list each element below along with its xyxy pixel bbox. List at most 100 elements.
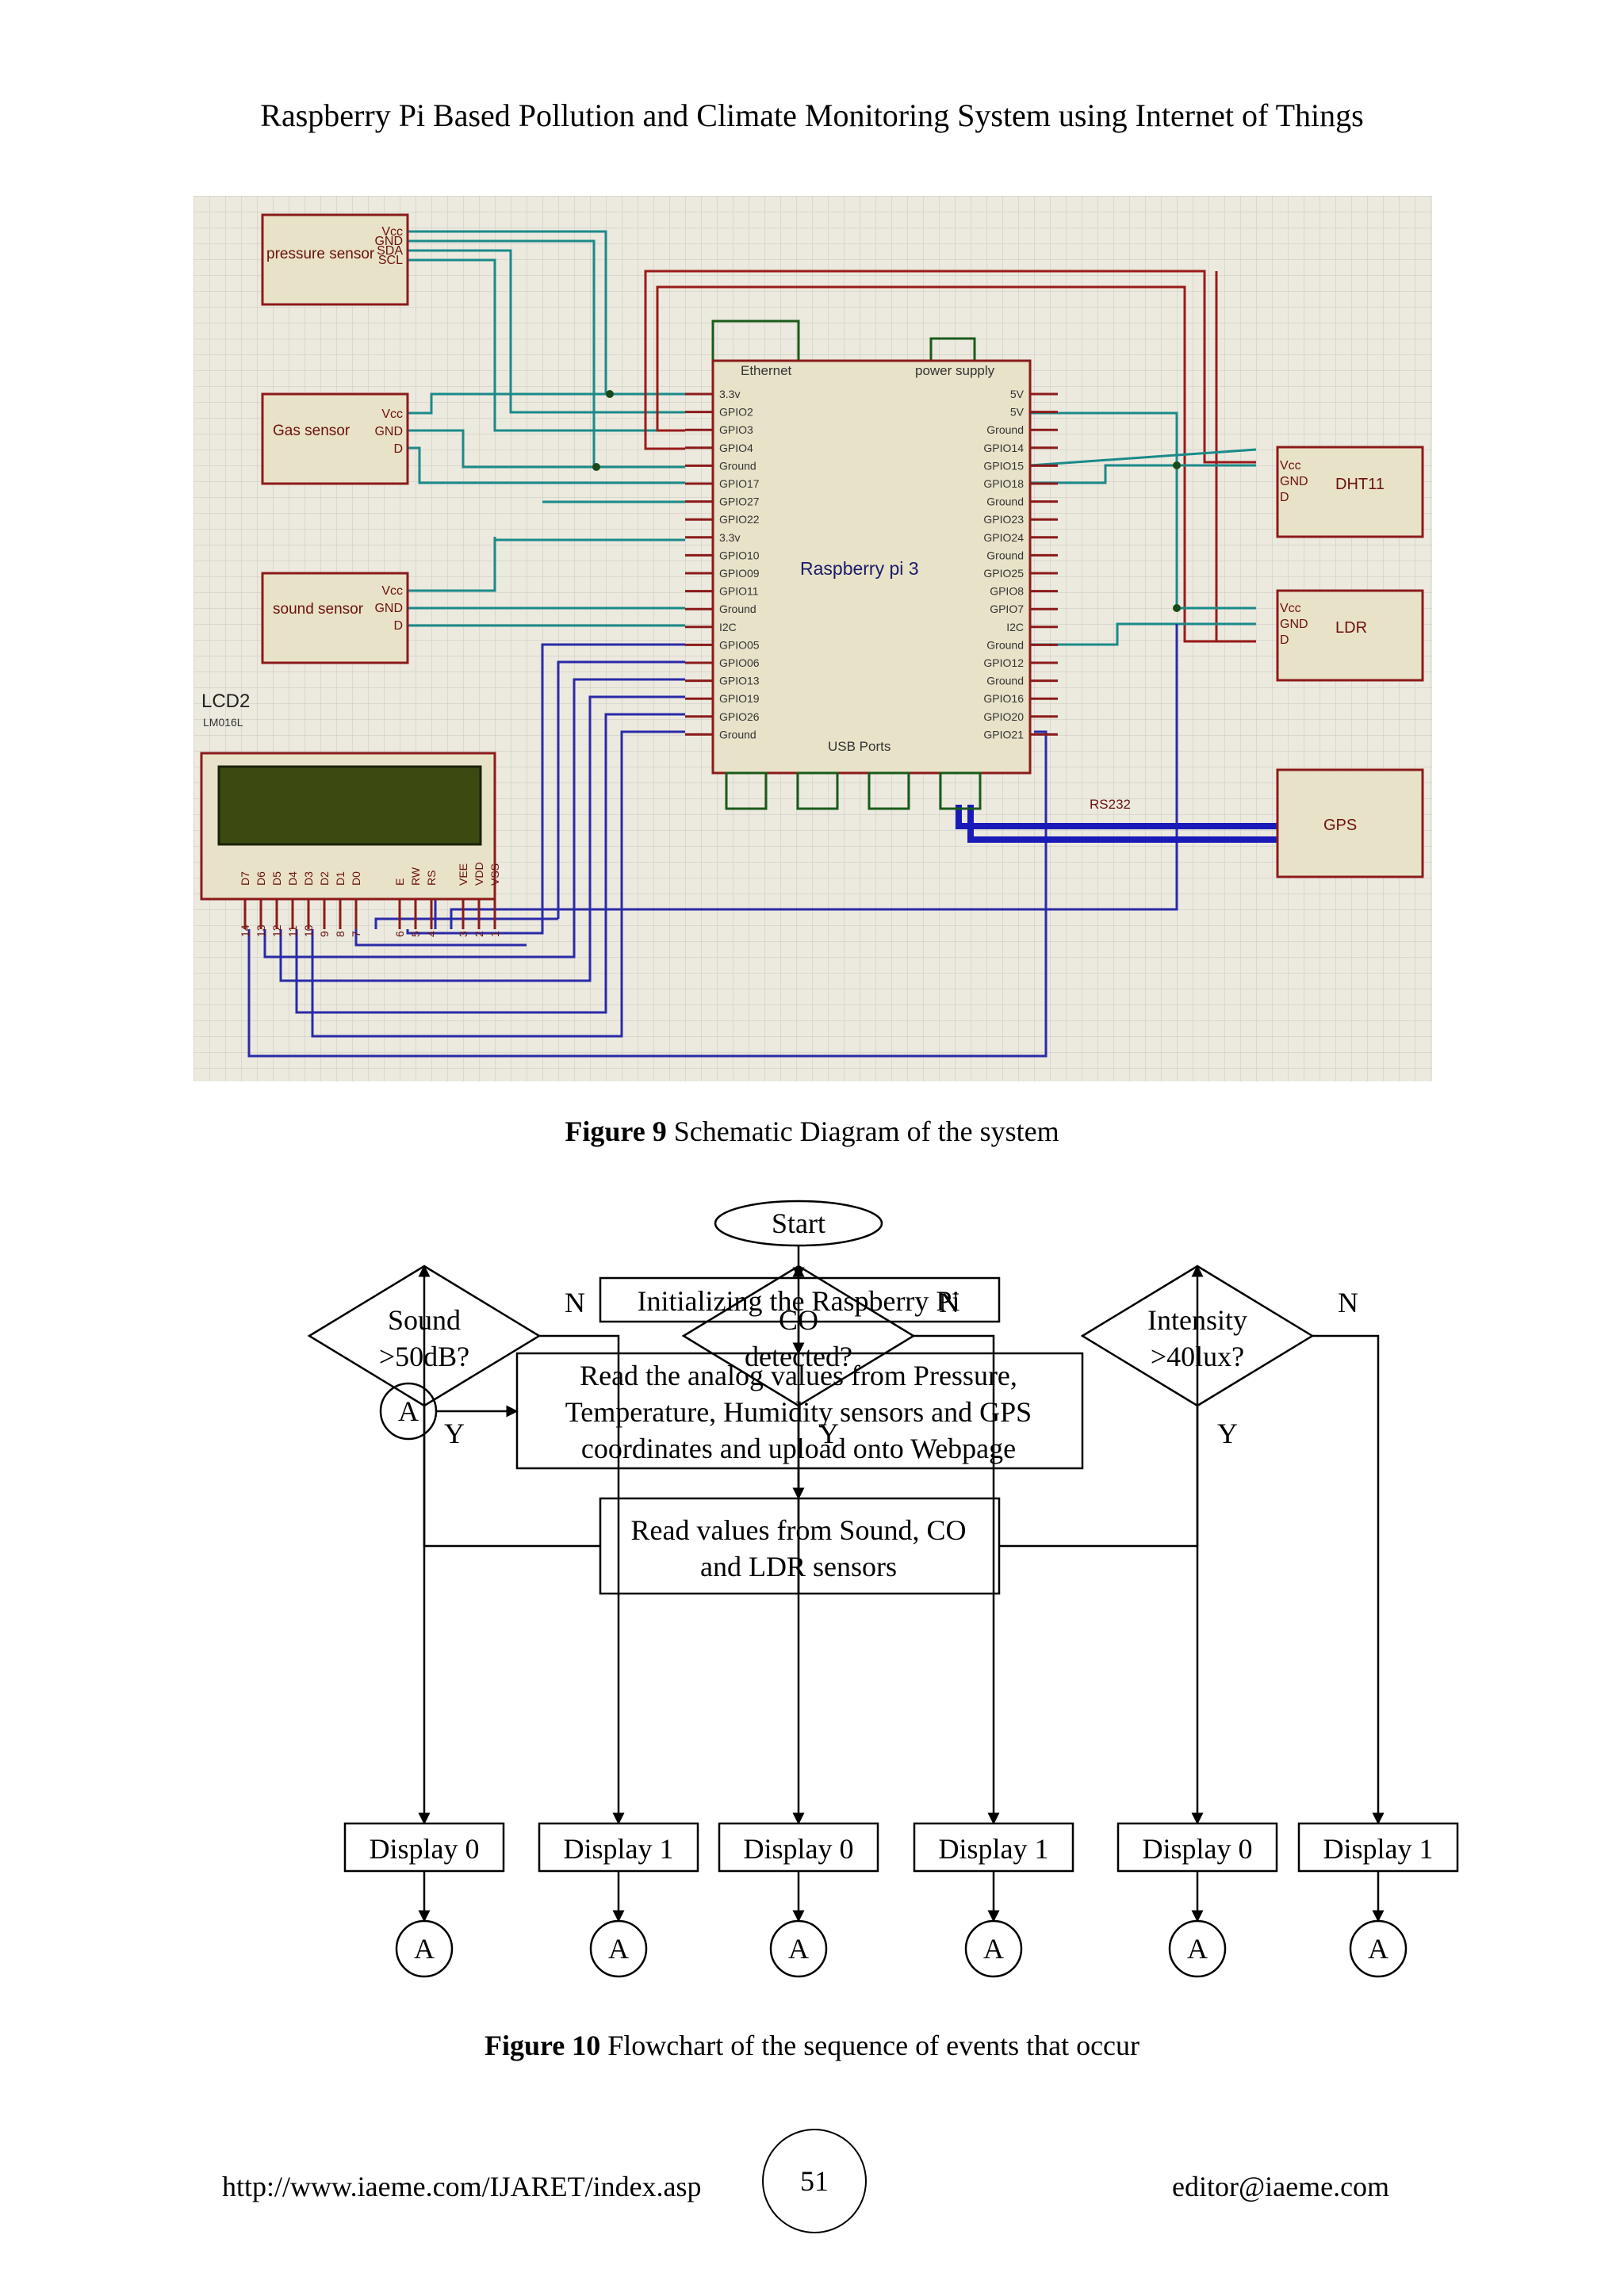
pi-left-pin: GPIO10 — [719, 549, 760, 561]
dht11-label: DHT11 — [1335, 476, 1385, 493]
gps-block: GPS — [1276, 768, 1424, 878]
start-text: Start — [772, 1207, 825, 1239]
pi-right-pin: GPIO21 — [983, 728, 1024, 740]
pi-left-pin: GPIO17 — [719, 477, 760, 490]
display-1-text: Display 1 — [1323, 1833, 1434, 1865]
decision-line-2: >50dB? — [379, 1341, 469, 1372]
pi-left-pin: GPIO11 — [719, 585, 759, 598]
decision-line-1: Sound — [388, 1304, 461, 1336]
pi-right-pin: GPIO20 — [983, 710, 1024, 723]
pin-label: Vcc — [381, 584, 403, 598]
read-values-line-2: and LDR sensors — [700, 1551, 897, 1582]
figure-10-label: Figure 10 — [484, 2030, 601, 2061]
pi-left-pin: I2C — [719, 621, 737, 633]
raspberry-pi-block: Ethernet power supply Raspberry pi 3 USB… — [685, 320, 1058, 810]
pi-right-pin: Ground — [986, 675, 1024, 687]
figure-10-caption: Figure 10 Flowchart of the sequence of e… — [0, 2029, 1624, 2062]
pi-right-pin: GPIO14 — [983, 442, 1024, 454]
lcd-pin-number: 10 — [302, 924, 315, 937]
pi-left-pin: GPIO27 — [719, 496, 760, 508]
connector-a-label: A — [983, 1933, 1004, 1965]
pi-left-pin: GPIO13 — [719, 675, 760, 687]
read-analog-line-3: coordinates and upload onto Webpage — [581, 1433, 1016, 1464]
figure-10-text: Flowchart of the sequence of events that… — [600, 2030, 1140, 2061]
pi-right-pin: GPIO8 — [990, 585, 1024, 598]
pi-left-pin: GPIO3 — [719, 423, 753, 436]
figure-9-caption: Figure 9 Schematic Diagram of the system — [0, 1115, 1624, 1148]
pi-right-pin: GPIO18 — [983, 477, 1024, 490]
connector-a-label: A — [1368, 1933, 1388, 1965]
lcd-pin-label: D2 — [318, 871, 331, 886]
decision-line-2: detected? — [745, 1341, 852, 1372]
pin-label: GND — [374, 602, 403, 615]
pin-label: D — [393, 442, 403, 456]
pi-right-pin: I2C — [1006, 621, 1024, 633]
pressure-sensor-label: pressure sensor — [266, 246, 375, 262]
lcd-model: LM016L — [203, 716, 243, 729]
connector-a-label: A — [1187, 1933, 1208, 1965]
pin-label: D — [1280, 633, 1289, 647]
pin-label: SDA — [377, 244, 403, 258]
pi-left-pin: GPIO09 — [719, 567, 760, 580]
no-label: N — [939, 1287, 959, 1318]
lcd-pin-label: D7 — [239, 871, 251, 886]
lcd-pin-label: RS — [425, 871, 438, 886]
lcd-label: LCD2 — [201, 691, 250, 712]
pi-left-pin: GPIO26 — [719, 710, 760, 723]
no-arrow — [539, 1334, 625, 1825]
yes-label: Y — [1217, 1418, 1238, 1449]
connector-a-label: A — [788, 1933, 809, 1965]
pi-right-pin: 5V — [1010, 388, 1025, 400]
no-label: N — [565, 1287, 585, 1318]
sound-sensor-label: sound sensor — [273, 601, 364, 618]
lcd-pin-label: D4 — [286, 871, 299, 886]
pin-label: GND — [1280, 618, 1308, 631]
footer-email[interactable]: editor@iaeme.com — [1172, 2171, 1390, 2202]
lcd-pin-label: D0 — [350, 871, 362, 886]
pi-right-pin: GPIO15 — [983, 459, 1024, 472]
figure-9-text: Schematic Diagram of the system — [666, 1115, 1059, 1147]
display-0-text: Display 0 — [1143, 1833, 1253, 1865]
decision-line-1: CO — [779, 1304, 818, 1336]
pi-left-pin: Ground — [719, 459, 756, 472]
pi-right-pin: GPIO7 — [990, 603, 1024, 615]
display-0-text: Display 0 — [744, 1833, 854, 1865]
pi-left-pin: GPIO22 — [719, 513, 760, 526]
pin-label: Vcc — [381, 225, 403, 239]
pi-right-pin: GPIO24 — [983, 531, 1024, 544]
pin-label: GND — [1280, 475, 1308, 488]
lcd-pin-number: 3 — [457, 931, 469, 937]
pi-right-pin: Ground — [986, 496, 1024, 508]
lcd-screen — [217, 765, 482, 846]
figure-9-label: Figure 9 — [565, 1115, 667, 1147]
yes-label: Y — [444, 1418, 465, 1449]
pi-right-pin: Ground — [986, 638, 1024, 651]
pin-label: Vcc — [1280, 459, 1301, 473]
pi-right-pin: 5V — [1010, 406, 1025, 419]
pi-left-pin: GPIO4 — [719, 442, 753, 454]
pi-right-pin: GPIO23 — [983, 513, 1024, 526]
gas-sensor-label: Gas sensor — [273, 423, 350, 439]
lcd-pin-number: 2 — [473, 931, 485, 937]
yes-label: Y — [818, 1418, 839, 1449]
connector-a-label: A — [414, 1933, 435, 1965]
pin-label: D — [1280, 491, 1289, 504]
read-values-line-1: Read values from Sound, CO — [631, 1514, 967, 1546]
connector-a-entry-label: A — [398, 1395, 419, 1427]
power-supply-label: power supply — [915, 363, 995, 378]
display-1-text: Display 1 — [564, 1833, 674, 1865]
lcd-pin-number: 5 — [409, 931, 422, 937]
pi-right-pin: Ground — [986, 423, 1024, 436]
usb-ports — [725, 771, 982, 810]
lcd-pin-number: 12 — [270, 924, 283, 937]
lcd-pin-label: E — [393, 878, 406, 886]
running-header: Raspberry Pi Based Pollution and Climate… — [260, 98, 1364, 133]
pin-label: Vcc — [1280, 602, 1301, 615]
footer-url[interactable]: http://www.iaeme.com/IJARET/index.asp — [222, 2171, 702, 2202]
no-arrow — [1312, 1334, 1385, 1825]
